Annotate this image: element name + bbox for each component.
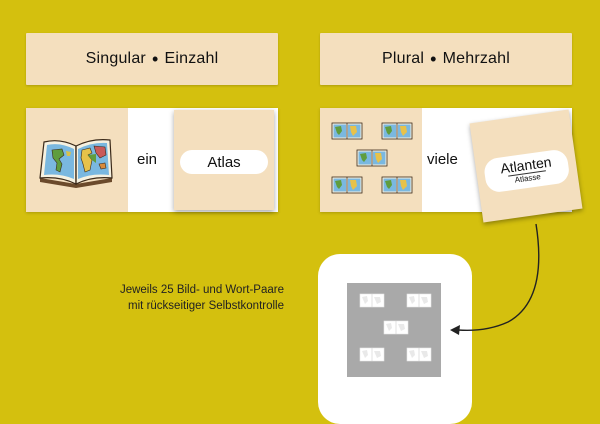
plural-joiner: viele (427, 151, 458, 168)
open-atlas-icon (39, 139, 113, 188)
arrow-icon (450, 223, 540, 335)
description-line-1: Jeweils 25 Bild- und Wort-Paare (119, 284, 284, 296)
plural-header-separator: • (430, 48, 437, 69)
singular-word-card[interactable]: Atlas (174, 110, 274, 210)
plural-picture-panel (320, 108, 422, 212)
singular-header-right: Einzahl (164, 50, 219, 67)
back-side-card (347, 283, 441, 377)
description-note: Jeweils 25 Bild- und Wort-Paare mit rück… (60, 282, 284, 314)
singular-header: Singular • Einzahl (26, 33, 278, 85)
singular-word-label: Atlas (180, 150, 268, 174)
singular-joiner: ein (137, 151, 158, 168)
description-line-2: mit rückseitiger Selbstkontrolle (128, 300, 284, 312)
plural-header-right: Mehrzahl (442, 50, 511, 67)
singular-row: ein Atlas (26, 108, 278, 212)
singular-picture-panel (26, 108, 128, 212)
plural-header: Plural • Mehrzahl (320, 33, 572, 85)
plural-header-left: Plural (381, 50, 425, 67)
singular-header-separator: • (151, 48, 159, 69)
singular-header-left: Singular (85, 50, 146, 67)
